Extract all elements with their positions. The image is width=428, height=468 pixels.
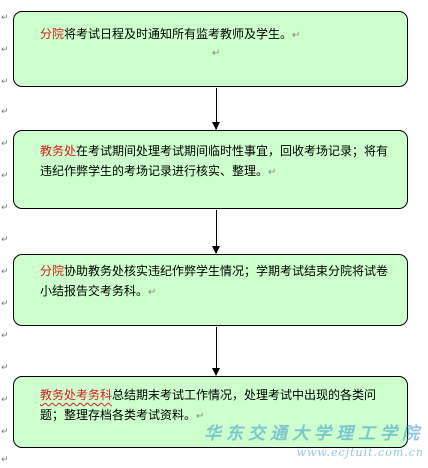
flow-step-2: 教务处在考试期间处理考试期间临时性事宜，回收考场记录；将有违纪作弊学生的考场记录… [13, 130, 408, 209]
arrow-step-3-to-4 [212, 327, 220, 376]
arrow-step-2-to-3 [212, 210, 220, 254]
margin-paragraph-mark: ↵ [1, 235, 9, 245]
arrow-step-1-to-2 [212, 88, 220, 130]
left-margin-marks: ↵ ↵ ↵ ↵ ↵ ↵ ↵ ↵ ↵ ↵ ↵ ↵ ↵ ↵ ↵ [0, 0, 10, 468]
margin-paragraph-mark: ↵ [1, 299, 9, 309]
step-2-text: 在考试期间处理考试期间临时性事宜，回收考场记录；将有违纪作弊学生的考场记录进行核… [40, 144, 389, 178]
margin-paragraph-mark: ↵ [1, 267, 9, 277]
step-3-text: 协助教务处核实违纪作弊学生情况；学期考试结束分院将试卷小结报告交考务科。 [40, 264, 389, 298]
flow-step-4: 教务处考务科总结期末考试工作情况，处理考试中出现的各类问题；整理存档各类考试资料… [13, 376, 408, 448]
margin-paragraph-mark: ↵ [1, 395, 9, 405]
watermark: 华东交通大学理工学院 www.ecjtuit.com.cn [204, 419, 424, 459]
step-2-department: 教务处 [40, 144, 77, 158]
margin-paragraph-mark: ↵ [1, 363, 9, 373]
margin-paragraph-mark: ↵ [1, 139, 9, 149]
step-4-department: 教务处考务科 [40, 388, 113, 402]
margin-paragraph-mark: ↵ [1, 331, 9, 341]
watermark-name: 华东交通大学理工学院 [204, 424, 424, 444]
flow-step-1: 分院将考试日程及时通知所有监考教师及学生。↵ ↵ [13, 11, 408, 87]
step-1-paragraph-mark: ↵ [292, 30, 301, 41]
margin-paragraph-mark: ↵ [1, 203, 9, 213]
margin-paragraph-mark: ↵ [1, 107, 9, 117]
margin-paragraph-mark: ↵ [1, 77, 9, 87]
watermark-url: www.ecjtuit.com.cn [296, 446, 424, 459]
step-4-text: 总结期末考试工作情况，处理考试中出现的各类问题；整理存档各类考试资料。 [40, 388, 377, 422]
margin-paragraph-mark: ↵ [1, 45, 9, 55]
margin-paragraph-mark: ↵ [1, 427, 9, 437]
margin-paragraph-mark: ↵ [1, 171, 9, 181]
step-4-paragraph-mark: ↵ [196, 411, 205, 422]
flow-step-3: 分院协助教务处核实违纪作弊学生情况；学期考试结束分院将试卷小结报告交考务科。↵ [13, 254, 408, 326]
step-3-department: 分院 [40, 264, 65, 278]
margin-paragraph-mark: ↵ [1, 455, 9, 465]
step-1-paragraph-mark-2: ↵ [212, 48, 221, 59]
margin-paragraph-mark: ↵ [1, 13, 9, 23]
step-1-department: 分院 [40, 27, 65, 41]
step-3-paragraph-mark: ↵ [148, 287, 157, 298]
step-2-paragraph-mark: ↵ [268, 167, 277, 178]
step-1-text: 将考试日程及时通知所有监考教师及学生。 [64, 27, 293, 41]
